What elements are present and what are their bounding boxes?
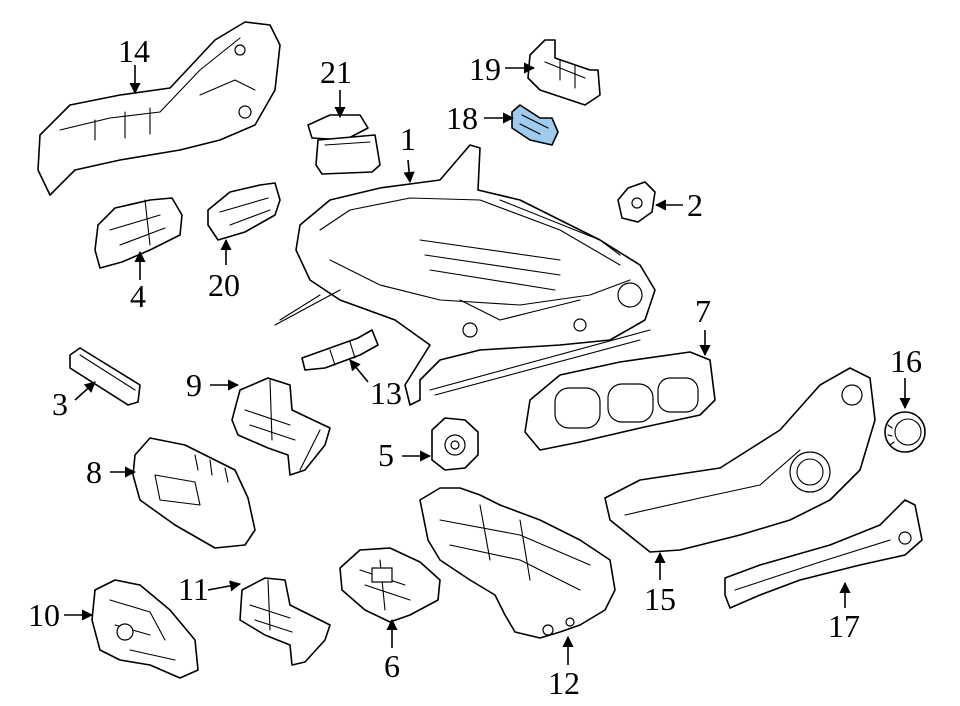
callout-17[interactable]: 17 <box>828 608 860 644</box>
callout-3[interactable]: 3 <box>52 386 68 422</box>
callout-5[interactable]: 5 <box>378 437 394 473</box>
part-11-bracket[interactable] <box>239 577 331 666</box>
part-21-switch-cover[interactable] <box>307 114 381 175</box>
part-15-side-trim[interactable] <box>604 367 876 553</box>
callout-12[interactable]: 12 <box>548 665 580 701</box>
part-17-rail-trim[interactable] <box>724 499 923 609</box>
part-13-bracket[interactable] <box>301 329 379 371</box>
callout-8[interactable]: 8 <box>86 454 102 490</box>
part-12-base[interactable] <box>419 487 616 639</box>
callout-11[interactable]: 11 <box>178 571 209 607</box>
part-14-side-shield[interactable] <box>37 21 281 196</box>
part-19-bracket[interactable] <box>527 39 601 106</box>
callout-13[interactable]: 13 <box>370 375 402 411</box>
callout-7[interactable]: 7 <box>695 293 711 329</box>
callout-20[interactable]: 20 <box>208 267 240 303</box>
part-1-seat-frame[interactable] <box>274 144 656 406</box>
callout-9[interactable]: 9 <box>186 367 202 403</box>
callout-14[interactable]: 14 <box>118 33 150 69</box>
callout-15[interactable]: 15 <box>644 581 676 617</box>
callout-6[interactable]: 6 <box>384 648 400 684</box>
callout-10[interactable]: 10 <box>28 597 60 633</box>
part-3-strip[interactable] <box>69 347 141 406</box>
leader-lines <box>64 62 911 665</box>
callout-4[interactable]: 4 <box>130 278 146 314</box>
part-7-trim-panel[interactable] <box>524 351 716 451</box>
part-4-cover[interactable] <box>94 197 183 269</box>
callout-18[interactable]: 18 <box>446 100 478 136</box>
part-9-bracket[interactable] <box>231 377 331 476</box>
part-8-cover[interactable] <box>132 437 256 549</box>
callout-2[interactable]: 2 <box>687 187 703 223</box>
callout-19[interactable]: 19 <box>469 51 501 87</box>
part-10-housing[interactable] <box>91 579 199 679</box>
part-5-motor[interactable] <box>431 417 479 471</box>
part-20-cover[interactable] <box>207 182 281 241</box>
part-6-module[interactable] <box>339 547 441 623</box>
callout-1[interactable]: 1 <box>400 121 416 157</box>
part-16-knob[interactable] <box>884 411 926 453</box>
callout-labels: 1 2 3 4 5 6 7 8 9 10 11 12 13 14 15 16 1… <box>28 33 922 701</box>
callout-21[interactable]: 21 <box>320 54 352 90</box>
part-2-washer[interactable] <box>617 181 656 223</box>
part-18-highlighted-bracket[interactable] <box>511 104 559 146</box>
callout-16[interactable]: 16 <box>890 343 922 379</box>
